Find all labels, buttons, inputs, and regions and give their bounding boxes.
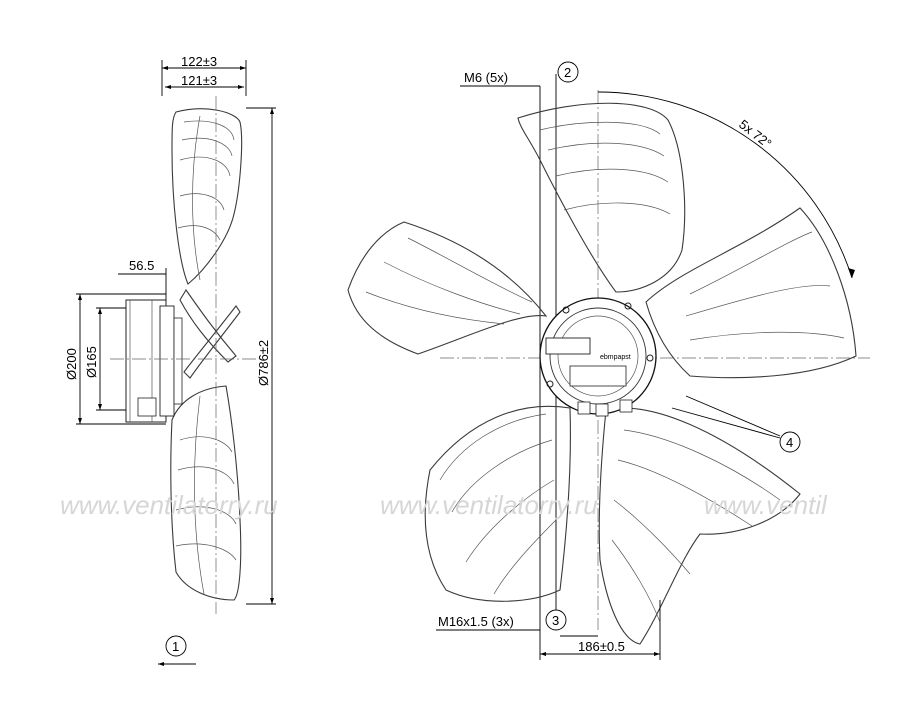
brand-label: ebmpapst — [600, 354, 631, 361]
callout-3: 3 — [552, 613, 559, 628]
side-view: 122±3 121±3 — [64, 54, 276, 666]
callout-circle-4 — [779, 431, 801, 453]
dim-depth-total: 122±3 — [181, 54, 217, 69]
callout-4: 4 — [786, 435, 793, 450]
blade-top — [517, 102, 686, 293]
callout-circle-3 — [545, 609, 567, 631]
blade-right — [645, 207, 857, 379]
callout-circle-1 — [165, 635, 187, 657]
callout-2: 2 — [564, 65, 571, 80]
thread-m16-label: M16x1.5 (3x) — [438, 614, 514, 629]
watermark-text-2: www.ventilatorry.ru — [380, 490, 598, 520]
callout-1: 1 — [172, 639, 179, 654]
thread-m6-label: M6 (5x) — [464, 70, 508, 85]
callout-circle-2 — [557, 61, 579, 83]
connection-box — [545, 337, 591, 355]
dim-hub-offset: 56.5 — [129, 258, 154, 273]
watermark-text-1: www.ventilatorry.ru — [60, 490, 278, 520]
dim-depth-body: 121±3 — [181, 73, 217, 88]
dim-diameter-786: Ø786±2 — [256, 340, 271, 386]
blade-bottom-right — [598, 407, 801, 645]
dim-diameter-200: Ø200 — [64, 348, 79, 380]
watermark: www.ventilatorry.ru www.ventilatorry.ru … — [60, 490, 828, 520]
dim-186: 186±0.5 — [578, 639, 625, 654]
blade-bottom-left — [424, 405, 571, 602]
blade-left — [347, 221, 548, 355]
rating-plate — [569, 365, 627, 387]
watermark-text-3: www.ventil — [704, 490, 828, 520]
front-view: ebmpapst 5x 72° M6 (5x) 2 4 M16x1.5 (3x)… — [347, 61, 870, 660]
dim-diameter-165: Ø165 — [84, 346, 99, 378]
